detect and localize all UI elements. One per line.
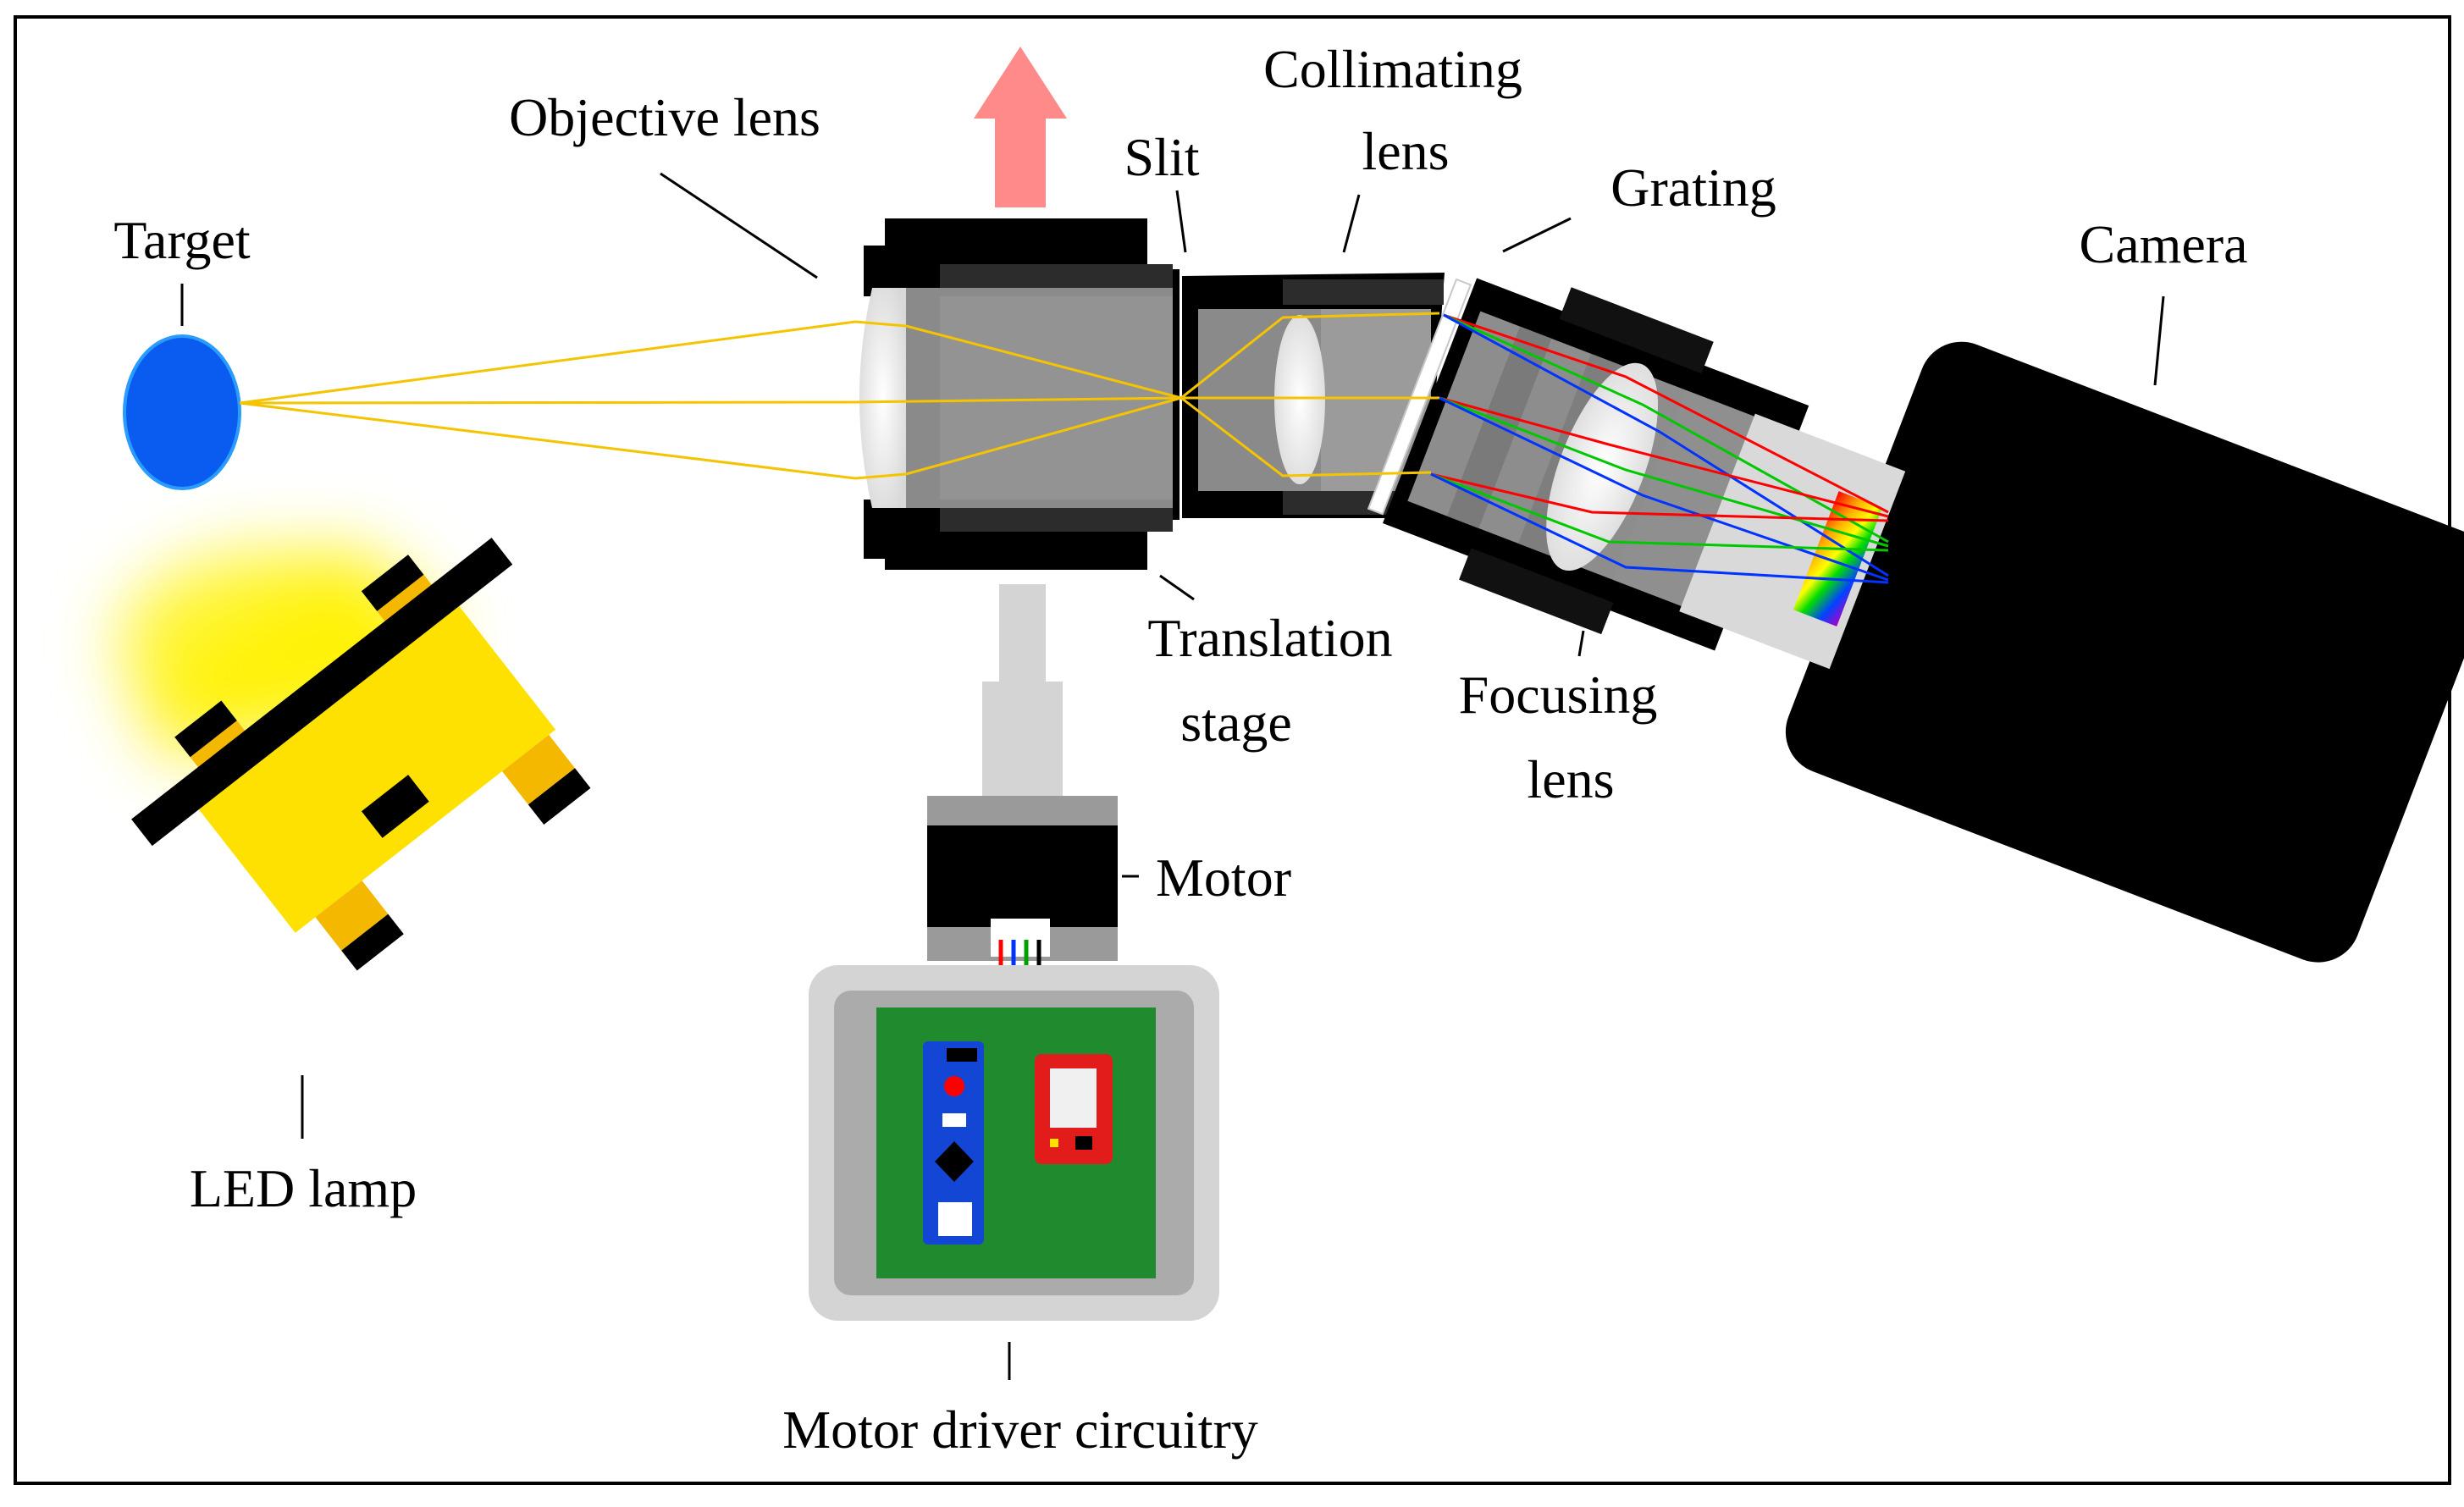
motor-driver-circuitry bbox=[809, 965, 1219, 1321]
label-collimating-lens-line1: Collimating bbox=[1263, 39, 1522, 99]
objective-lens-housing bbox=[859, 218, 1173, 570]
label-target: Target bbox=[113, 210, 251, 270]
objective-lens bbox=[859, 288, 906, 508]
label-grating: Grating bbox=[1610, 157, 1776, 218]
label-led-lamp: LED lamp bbox=[190, 1158, 417, 1218]
label-focusing-lens-line1: Focusing bbox=[1459, 665, 1658, 725]
pcb bbox=[876, 1007, 1156, 1278]
dispersed-rays bbox=[1430, 313, 1889, 584]
label-slit: Slit bbox=[1124, 127, 1200, 187]
label-objective-lens: Objective lens bbox=[509, 87, 820, 147]
label-translation-stage-line2: stage bbox=[1180, 693, 1292, 753]
camera bbox=[1679, 341, 2464, 963]
motor bbox=[927, 796, 1118, 961]
label-collimating-lens-line2: lens bbox=[1362, 121, 1449, 181]
label-motor-driver-circuitry: Motor driver circuitry bbox=[782, 1399, 1258, 1460]
slit bbox=[1173, 269, 1180, 520]
collimating-lens-housing bbox=[1182, 273, 1445, 518]
translation-direction-arrow bbox=[974, 47, 1067, 207]
label-motor: Motor bbox=[1156, 847, 1291, 908]
target-sphere bbox=[123, 334, 241, 490]
translation-stage-rod bbox=[982, 584, 1063, 804]
label-translation-stage-line1: Translation bbox=[1147, 608, 1392, 668]
input-light-rays bbox=[239, 312, 1440, 480]
led-lamp bbox=[131, 538, 591, 971]
leader-lines bbox=[180, 172, 2165, 1380]
label-camera: Camera bbox=[2080, 214, 2248, 274]
figure-frame bbox=[14, 15, 2451, 1485]
collimating-lens bbox=[1274, 315, 1325, 484]
label-focusing-lens-line2: lens bbox=[1527, 749, 1614, 809]
